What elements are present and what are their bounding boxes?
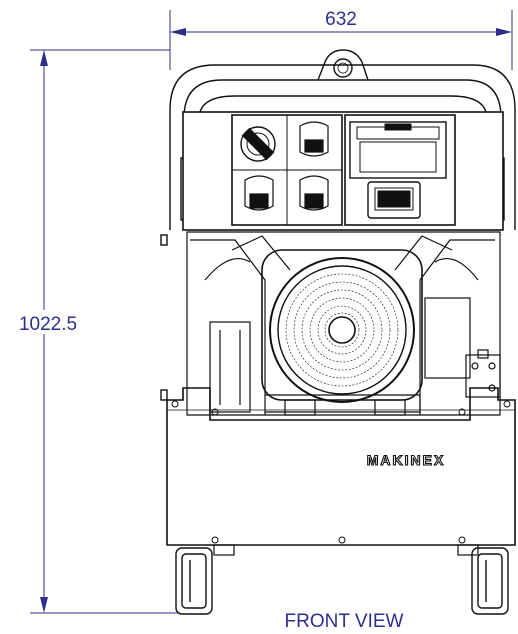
wheel-mount [213,544,479,556]
base-panel [166,387,516,546]
width-dimension-label: 632 [325,9,357,30]
panel-bolt [171,400,511,544]
fan-hub [328,316,356,344]
digital-display [349,121,447,179]
control-panel [182,111,504,231]
power-socket [299,175,329,211]
isolator-switch [240,126,276,162]
hour-meter [367,181,421,219]
fan-cover [261,249,423,403]
lifting-eye-hole [333,58,353,78]
brand-logo-text: MAKINEX [367,452,446,468]
view-label: FRONT VIEW [285,611,404,632]
power-socket [299,121,329,157]
height-dimension-label: 1022.5 [19,314,77,335]
side-bracket [465,349,501,398]
wheel-left [175,547,213,615]
power-socket [244,175,274,211]
wheel-right [471,547,509,615]
width-dimension [169,10,513,70]
